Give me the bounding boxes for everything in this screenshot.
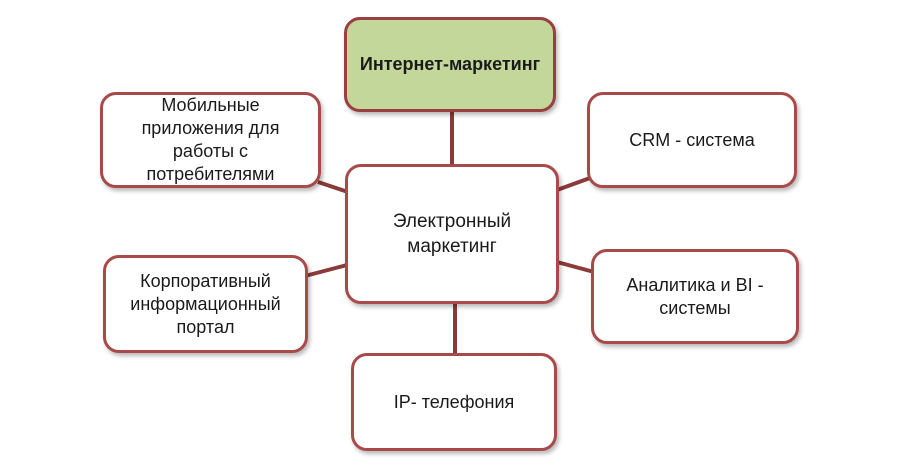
node-electronic-marketing: Электронный маркетинг	[345, 164, 559, 304]
node-analytics-bi: Аналитика и BI - системы	[591, 249, 799, 344]
connector-top-right	[556, 176, 591, 192]
connector-bottom-left	[304, 263, 348, 278]
node-internet-marketing: Интернет-маркетинг	[344, 17, 556, 112]
connector-top-left	[317, 180, 349, 194]
node-crm-system: CRM - система	[587, 92, 797, 188]
node-mobile-apps: Мобильные приложения для работы с потреб…	[100, 92, 321, 188]
connector-bottom-right	[556, 260, 595, 274]
node-corporate-portal: Корпоративный информационный портал	[103, 255, 308, 353]
node-ip-telephony: IP- телефония	[351, 353, 557, 451]
